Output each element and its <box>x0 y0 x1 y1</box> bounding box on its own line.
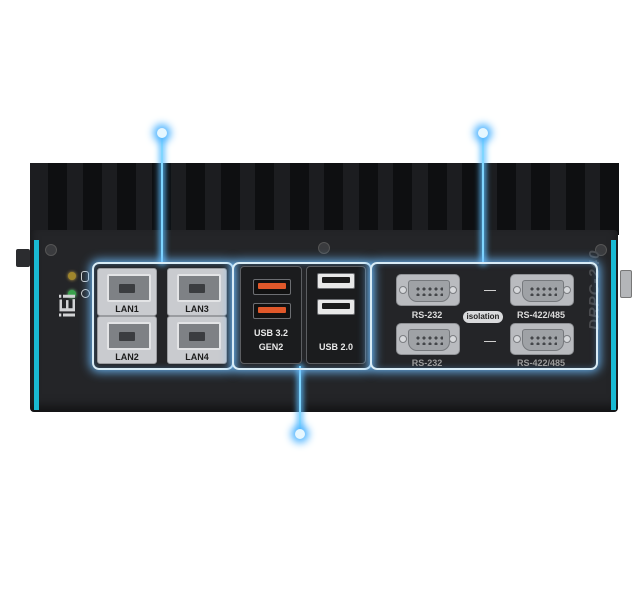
heatsink-slot <box>427 163 447 235</box>
lan-port-label: LAN4 <box>185 352 209 362</box>
serial-panel <box>370 262 598 370</box>
heatsink-slot <box>289 163 309 235</box>
heatsink-slot <box>220 163 240 235</box>
callout-line-serial <box>482 133 484 263</box>
heatsink-slot <box>82 163 102 235</box>
heatsink-slot <box>393 163 412 235</box>
screw-icon <box>318 242 330 254</box>
callout-line-usb <box>299 366 301 432</box>
side-connector-right <box>620 270 632 298</box>
heatsink-slot <box>324 163 343 235</box>
serial-label-top-left: RS-232 <box>411 310 443 320</box>
heatsink-slot <box>496 163 516 235</box>
heatsink-slot <box>531 163 550 235</box>
heatsink-slot <box>565 163 585 235</box>
rj45-jack-icon <box>107 274 151 302</box>
lan-port-label: LAN2 <box>115 352 139 362</box>
rj45-jack-icon <box>177 322 221 350</box>
usb3-label-line1: USB 3.2 <box>253 328 288 338</box>
power-led-icon <box>68 290 76 298</box>
heatsink-slot <box>358 163 378 235</box>
serial-label-bottom-right: RS-422/485 <box>516 358 566 368</box>
rj45-jack-icon <box>107 322 151 350</box>
usb3-port-2[interactable] <box>253 303 291 319</box>
usb-tongue <box>322 277 350 283</box>
callout-line-lan <box>161 133 163 263</box>
accent-stripe-right <box>611 240 616 410</box>
usb-tongue <box>322 303 350 309</box>
usb3-block: USB 3.2 GEN2 <box>240 266 302 364</box>
serial-port-rs232-1[interactable] <box>396 274 460 306</box>
accent-stripe-left <box>34 240 39 410</box>
usb-tongue <box>258 307 286 313</box>
lan-port-1[interactable]: LAN1 <box>97 268 157 316</box>
isolation-badge: isolation <box>463 311 503 323</box>
serial-port-rs232-2[interactable] <box>396 323 460 355</box>
heatsink-slot <box>117 163 136 235</box>
serial-port-rs485-2[interactable] <box>510 323 574 355</box>
usb2-label: USB 2.0 <box>318 342 353 352</box>
heatsink-slot <box>600 163 619 235</box>
serial-label-bottom-left: RS-232 <box>411 358 443 368</box>
callout-dot-usb <box>295 429 305 439</box>
power-icon <box>81 289 90 298</box>
heatsink-slot <box>186 163 205 235</box>
brand-logo: iEi <box>55 294 80 318</box>
rj45-jack-icon <box>177 274 221 302</box>
heatsink-slot <box>48 163 67 235</box>
screw-icon <box>45 244 57 256</box>
callout-dot-lan <box>157 128 167 138</box>
serial-port-rs485-1[interactable] <box>510 274 574 306</box>
usb2-port-2[interactable] <box>317 299 355 315</box>
usb3-port-1[interactable] <box>253 279 291 295</box>
heatsink-slot <box>462 163 481 235</box>
callout-dot-serial <box>478 128 488 138</box>
lan-port-4[interactable]: LAN4 <box>167 316 227 364</box>
isolation-bracket <box>484 290 496 342</box>
usb-tongue <box>258 283 286 289</box>
serial-label-top-right: RS-422/485 <box>516 310 566 320</box>
hdd-icon <box>81 271 89 282</box>
lan-port-3[interactable]: LAN3 <box>167 268 227 316</box>
usb2-block: USB 2.0 <box>306 266 366 364</box>
lan-port-label: LAN3 <box>185 304 209 314</box>
screw-icon <box>595 244 607 256</box>
lan-port-2[interactable]: LAN2 <box>97 316 157 364</box>
lan-port-label: LAN1 <box>115 304 139 314</box>
usb2-port-1[interactable] <box>317 273 355 289</box>
hdd-led-icon <box>68 272 76 280</box>
usb3-label-line2: GEN2 <box>258 342 284 352</box>
heatsink-slot <box>255 163 274 235</box>
side-connector-left <box>16 249 30 267</box>
